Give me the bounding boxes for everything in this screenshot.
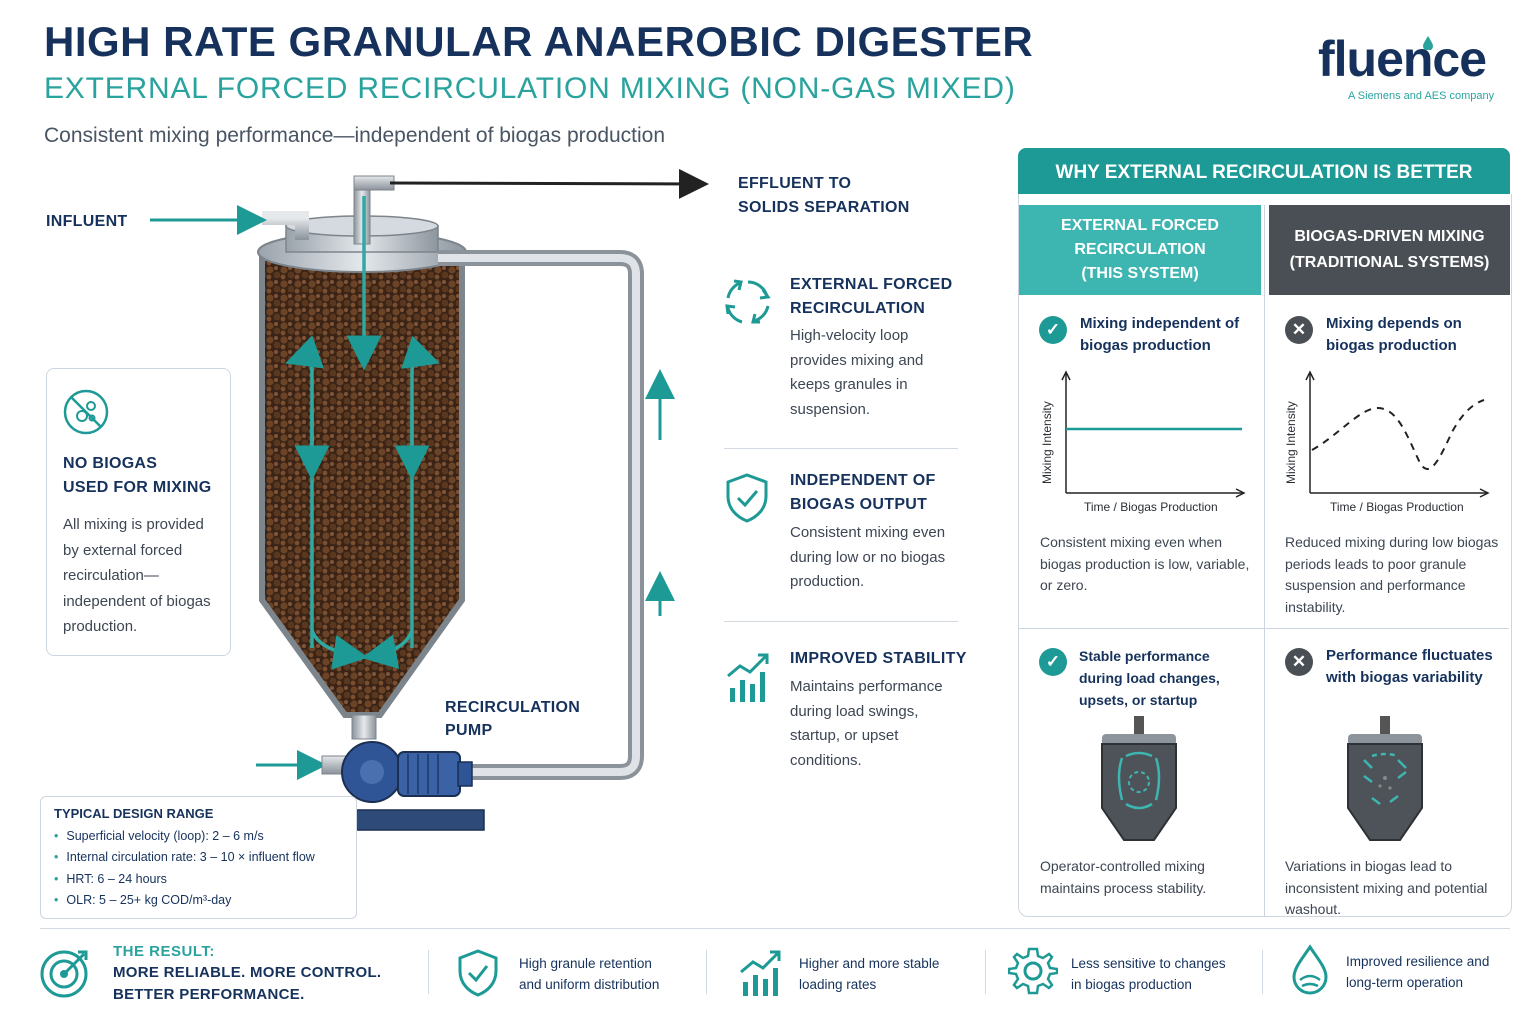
note-body: All mixing is provided by external force… bbox=[63, 516, 211, 635]
note-title: NO BIOGAS USED FOR MIXING bbox=[63, 455, 212, 496]
point-body: Reduced mixing during low biogas periods… bbox=[1285, 534, 1499, 615]
chart-x-label: Time / Biogas Production bbox=[1084, 500, 1218, 514]
mixing-line bbox=[1311, 399, 1485, 470]
page-subtitle: EXTERNAL FORCED RECIRCULATION MIXING (NO… bbox=[44, 72, 1016, 105]
feature-title: INDEPENDENT OF BIOGAS OUTPUT bbox=[790, 472, 936, 513]
controlled-tank-icon bbox=[1101, 716, 1177, 841]
benefit-text: Improved resilience and long-term operat… bbox=[1346, 954, 1490, 990]
growth-chart-icon bbox=[740, 950, 781, 996]
pump-label: RECIRCULATION PUMP bbox=[445, 699, 581, 739]
gear-icon bbox=[1008, 947, 1058, 995]
check-icon: ✓ bbox=[1039, 648, 1067, 676]
recirculation-pump bbox=[335, 741, 485, 831]
design-range-title: TYPICAL DESIGN RANGE bbox=[54, 806, 214, 821]
benefit-separator bbox=[1262, 950, 1263, 994]
effluent-label: EFFLUENT TO SOLIDS SEPARATION bbox=[738, 175, 910, 216]
influent-label: INFLUENT bbox=[46, 213, 128, 230]
recirculation-loop-pipe bbox=[438, 250, 644, 780]
target-icon bbox=[40, 950, 88, 998]
shield-check-icon bbox=[458, 949, 498, 997]
benefit-text: High granule retention and uniform distr… bbox=[519, 956, 660, 992]
point-title: Stable performance during load changes, … bbox=[1079, 648, 1220, 708]
chart-x-label: Time / Biogas Production bbox=[1330, 500, 1464, 514]
chart-y-label: Mixing Intensity bbox=[1040, 401, 1054, 484]
result-statement: MORE RELIABLE. MORE CONTROL. BETTER PERF… bbox=[113, 964, 382, 1003]
growth-chart-icon bbox=[727, 653, 769, 702]
benefit-separator bbox=[706, 950, 707, 994]
recycle-arrows-icon bbox=[725, 279, 771, 324]
benefit-text: Higher and more stable loading rates bbox=[799, 956, 940, 992]
feature-title: IMPROVED STABILITY bbox=[790, 650, 967, 667]
result-divider bbox=[40, 928, 1510, 929]
influent-pipe bbox=[262, 211, 309, 240]
feature-body: Consistent mixing even during low or no … bbox=[790, 524, 946, 590]
digester-diagram bbox=[150, 168, 709, 831]
cross-icon: ✕ bbox=[1285, 648, 1313, 676]
feature-divider bbox=[724, 621, 958, 622]
constant-mixing-chart bbox=[1061, 370, 1246, 498]
feature-body: Maintains performance during load swings… bbox=[790, 678, 943, 769]
no-biogas-icon bbox=[63, 389, 109, 435]
list-item: Internal circulation rate: 3 – 10 × infl… bbox=[54, 847, 314, 868]
droplet-logo-icon bbox=[1423, 36, 1433, 50]
point-title: Mixing depends on biogas production bbox=[1326, 315, 1462, 354]
feature-divider bbox=[724, 448, 958, 449]
column-header-external: EXTERNAL FORCED RECIRCULATION (THIS SYST… bbox=[1019, 205, 1261, 295]
effluent-arrow bbox=[389, 168, 709, 199]
point-body: Variations in biogas lead to inconsisten… bbox=[1285, 858, 1488, 917]
circulation-arrow-right bbox=[401, 335, 440, 648]
feature-title: EXTERNAL FORCED RECIRCULATION bbox=[790, 276, 953, 317]
point-body: Consistent mixing even when biogas produ… bbox=[1040, 534, 1250, 593]
benefit-text: Less sensitive to changes in biogas prod… bbox=[1071, 956, 1226, 992]
list-item: Superficial velocity (loop): 2 – 6 m/s bbox=[54, 826, 315, 847]
page-tagline: Consistent mixing performance—independen… bbox=[44, 124, 666, 147]
variable-mixing-chart bbox=[1305, 370, 1490, 498]
chart-y-label: Mixing Intensity bbox=[1284, 401, 1298, 484]
logo-tagline: A Siemens and AES company bbox=[1348, 90, 1495, 102]
biogas-tank-icon bbox=[1347, 716, 1423, 841]
cross-icon: ✕ bbox=[1285, 316, 1313, 344]
result-title: THE RESULT: bbox=[113, 943, 215, 960]
row-divider bbox=[1019, 628, 1509, 629]
point-title: Mixing independent of biogas production bbox=[1080, 315, 1240, 354]
benefit-separator bbox=[985, 950, 986, 994]
check-icon: ✓ bbox=[1039, 316, 1067, 344]
page-title: HIGH RATE GRANULAR ANAEROBIC DIGESTER bbox=[44, 18, 1034, 65]
circulation-arrow-left bbox=[285, 335, 324, 648]
list-item: HRT: 6 – 24 hours bbox=[54, 869, 315, 890]
point-title: Performance fluctuates with biogas varia… bbox=[1326, 647, 1493, 686]
digester-tank bbox=[259, 255, 465, 718]
column-header-biogas: BIOGAS-DRIVEN MIXING (TRADITIONAL SYSTEM… bbox=[1269, 205, 1510, 295]
feature-body: High-velocity loop provides mixing and k… bbox=[790, 327, 924, 418]
benefit-separator bbox=[428, 950, 429, 994]
comparison-heading: WHY EXTERNAL RECIRCULATION IS BETTER bbox=[1018, 148, 1510, 194]
water-drop-icon bbox=[1292, 944, 1328, 995]
logo-wordmark: fluence bbox=[1318, 31, 1487, 87]
list-item: OLR: 5 – 25+ kg COD/m³-day bbox=[54, 890, 315, 911]
comparison-panel bbox=[1018, 194, 1512, 917]
column-divider bbox=[1264, 205, 1265, 916]
point-body: Operator-controlled mixing maintains pro… bbox=[1040, 858, 1207, 896]
shield-check-icon bbox=[726, 473, 768, 523]
design-range-list: Superficial velocity (loop): 2 – 6 m/s I… bbox=[54, 826, 315, 911]
company-logo: fluence bbox=[1318, 30, 1487, 88]
